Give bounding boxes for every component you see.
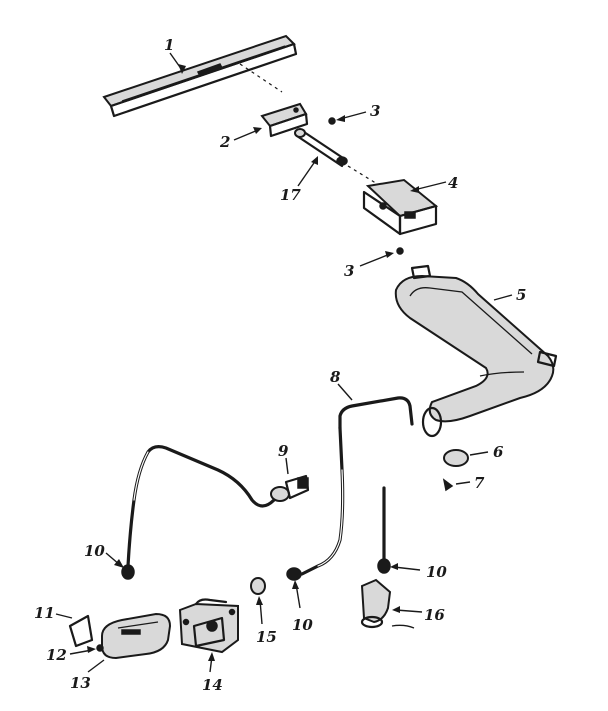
arrowhead-14 [208, 652, 215, 661]
part-5-burner-pan [394, 264, 558, 438]
arrowhead-1 [178, 64, 186, 74]
leader-3-lower [359, 253, 391, 267]
part-3-screw-lower [396, 247, 404, 255]
part-13-housing [101, 612, 172, 660]
part-14-valve-body [178, 598, 239, 654]
part-7-screw [442, 478, 454, 492]
callout-labels: 1 2 3 17 4 3 5 8 6 7 9 10 10 10 11 12 13… [34, 36, 526, 694]
part-8-tube [300, 396, 414, 576]
callout-17: 17 [280, 186, 301, 204]
arrowhead-10-left [114, 559, 124, 568]
part-15-orifice [250, 577, 266, 595]
arrowhead-15 [256, 596, 263, 605]
callout-11: 11 [34, 604, 55, 622]
part-10-fitting-middle [286, 567, 302, 581]
callout-3-lower: 3 [344, 262, 354, 280]
leader-17 [297, 159, 317, 187]
arrowhead-17 [311, 156, 318, 165]
callout-8: 8 [330, 368, 341, 386]
callout-14: 14 [202, 676, 223, 694]
leader-7 [455, 481, 471, 485]
callout-10-left: 10 [84, 542, 105, 560]
callout-10-right: 10 [426, 563, 447, 581]
leader-11 [55, 613, 73, 619]
part-3-screw-upper [328, 117, 336, 125]
leader-5 [493, 294, 513, 301]
part-4-valve-housing [362, 178, 439, 236]
arrowhead-3-upper [336, 115, 345, 122]
callout-10-middle: 10 [292, 616, 313, 634]
part-6-cap [443, 449, 469, 467]
callout-6: 6 [493, 443, 504, 461]
callout-13: 13 [70, 674, 91, 692]
part-10-fitting-right [377, 558, 391, 574]
arrowhead-12 [87, 646, 96, 653]
leader-8 [337, 383, 353, 401]
callout-5: 5 [516, 286, 526, 304]
leader-16 [395, 609, 423, 613]
part-11-plate [68, 614, 94, 648]
arrowhead-16 [392, 606, 400, 613]
leader-9 [285, 457, 289, 475]
leader-13 [87, 659, 105, 673]
callout-7: 7 [474, 474, 485, 492]
arrowhead-4 [410, 186, 419, 193]
part-17-rod [294, 128, 393, 194]
arrowhead-3-lower [385, 251, 394, 258]
leader-4 [413, 181, 447, 191]
arrowhead-10-right [390, 563, 398, 570]
arrowhead-2 [253, 127, 262, 134]
part-9-tube-fitting [126, 445, 310, 568]
part-10-fitting-left [121, 564, 135, 580]
part-2-bracket [260, 102, 309, 138]
callout-1: 1 [164, 36, 174, 54]
leader-2 [233, 129, 259, 141]
callout-3-upper: 3 [370, 102, 380, 120]
part-1-rail [102, 34, 298, 118]
leader-10-right [393, 566, 421, 571]
leader-6 [469, 451, 489, 456]
arrowhead-10-middle [292, 580, 299, 589]
part-16-elbow [360, 578, 415, 629]
callout-15: 15 [256, 628, 277, 646]
callout-2: 2 [219, 133, 230, 151]
leader-lines [55, 52, 513, 673]
callout-12: 12 [46, 646, 67, 664]
callout-9: 9 [278, 442, 289, 460]
part-12-screw [96, 644, 104, 652]
callout-4: 4 [448, 174, 458, 192]
callout-16: 16 [424, 606, 445, 624]
